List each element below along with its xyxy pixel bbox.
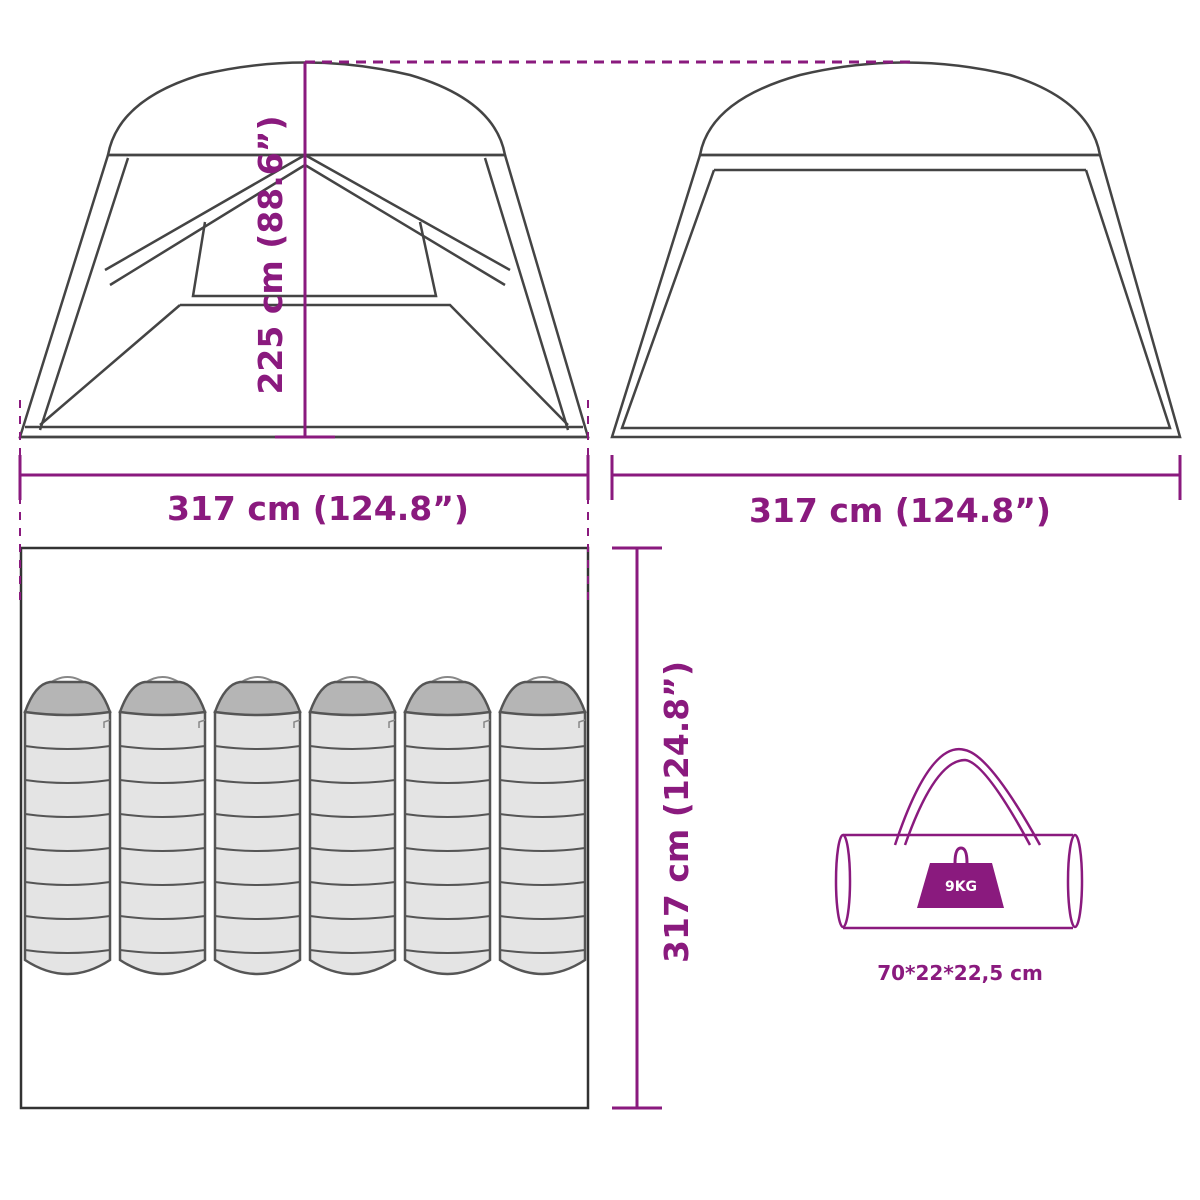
carry-bag — [834, 747, 1084, 930]
sleeping-bag — [23, 676, 112, 976]
weight-icon-handle — [953, 846, 969, 864]
tent-roof — [698, 61, 1102, 157]
sleeping-bags — [23, 676, 587, 976]
sleeping-bag — [118, 676, 207, 976]
sleeping-bag — [403, 676, 492, 976]
weight-icon — [917, 863, 1004, 908]
bag-handle — [893, 747, 1042, 846]
sleeping-bag — [213, 676, 302, 976]
bag-size-label: 70*22*22,5 cm — [877, 961, 1043, 985]
depth-label: 317 cm (124.8”) — [657, 661, 696, 963]
front-width-label: 317 cm (124.8”) — [167, 489, 469, 528]
side-width-label: 317 cm (124.8”) — [749, 491, 1051, 530]
weight-label: 9KG — [945, 879, 977, 895]
sleeping-bag — [308, 676, 397, 976]
dimension-lines — [18, 60, 1182, 1110]
sleeping-bag — [498, 676, 587, 976]
height-label: 225 cm (88.6”) — [251, 115, 290, 394]
floor-plan — [19, 546, 590, 1110]
tent-side-view — [610, 61, 1182, 439]
